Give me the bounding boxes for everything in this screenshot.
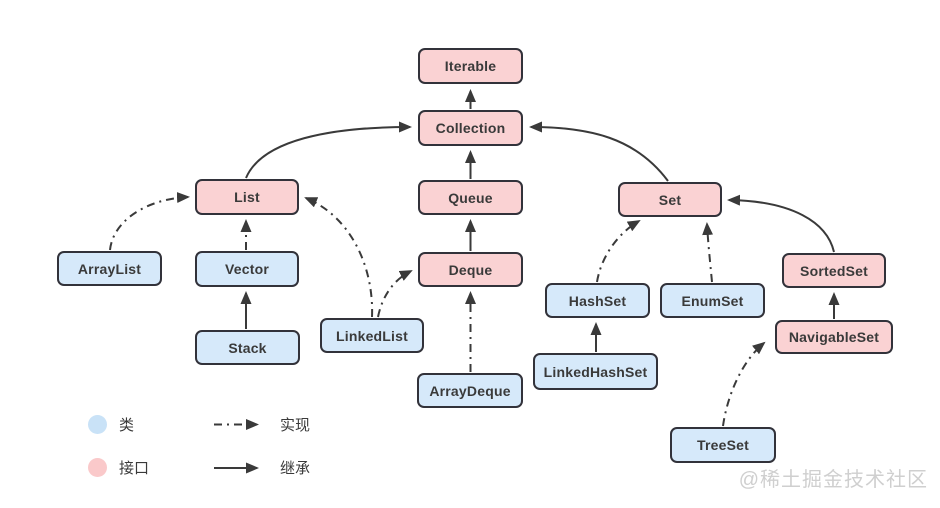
node-enumset: EnumSet [660, 283, 765, 318]
legend-interface-label: 接口 [119, 460, 150, 477]
legend-class-dot [88, 415, 107, 434]
node-linkedlist: LinkedList [320, 318, 424, 353]
node-deque: Deque [418, 252, 523, 287]
node-hashset: HashSet [545, 283, 650, 318]
watermark: @稀土掘金技术社区 [738, 469, 928, 491]
node-navigableset: NavigableSet [775, 320, 893, 354]
node-collection: Collection [418, 110, 523, 146]
edge-enumset-to-set [702, 222, 714, 283]
edge-hashset-to-set [596, 220, 641, 283]
legend-interface-dot [88, 458, 107, 477]
legend-implements-label: 实现 [280, 417, 311, 434]
node-arraydeque: ArrayDeque [417, 373, 523, 408]
legend-class-label: 类 [119, 417, 135, 434]
node-sortedset: SortedSet [782, 253, 886, 288]
edge-linkedlist-to-list [304, 197, 374, 318]
edge-treeset-to-navigableset [722, 341, 766, 427]
node-queue: Queue [418, 180, 523, 215]
node-list: List [195, 179, 299, 215]
node-iterable: Iterable [418, 48, 523, 84]
node-treeset: TreeSet [670, 427, 776, 463]
edge-sortedset-to-set [727, 194, 835, 253]
edge-set-to-collection [529, 121, 669, 182]
edge-list-to-collection [245, 121, 412, 179]
node-vector: Vector [195, 251, 299, 287]
edge-linkedlist-to-deque [377, 270, 413, 318]
node-linkedhashset: LinkedHashSet [533, 353, 658, 390]
node-arraylist: ArrayList [57, 251, 162, 286]
node-set: Set [618, 182, 722, 217]
edge-arraylist-to-list [109, 192, 190, 251]
node-stack: Stack [195, 330, 300, 365]
legend-extends-label: 继承 [280, 460, 311, 477]
